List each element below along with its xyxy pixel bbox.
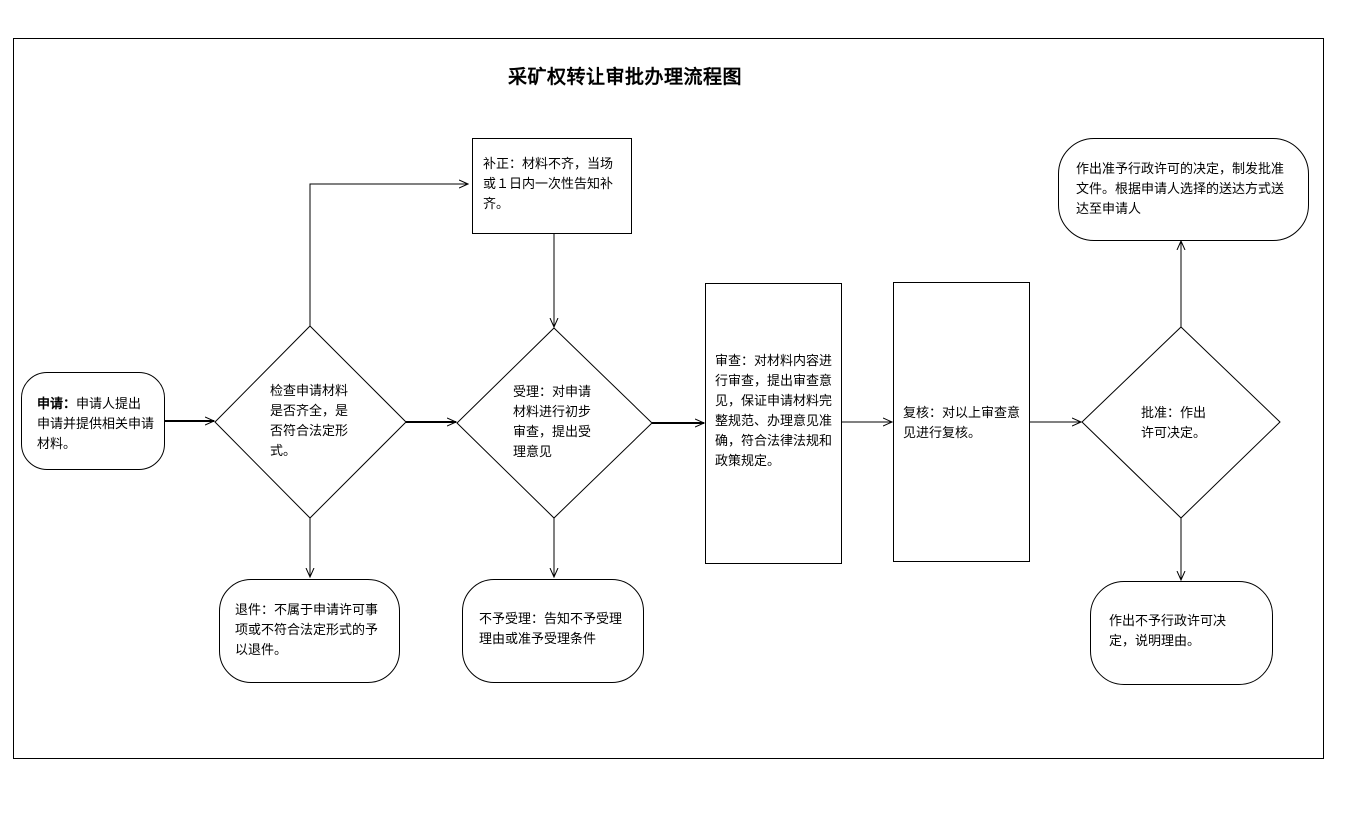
supplement-text: 补正：材料不齐，当场或１日内一次性告知补齐。 [483, 157, 614, 212]
apply-node: 申请：申请人提出申请并提供相关申请材料。 [21, 372, 165, 470]
approve-text: 批准：作出许可决定。 [1141, 406, 1207, 441]
arrow-check-supplement [309, 184, 468, 326]
review-text: 审查：对材料内容进行审查，提出审查意见，保证申请材料完整规范、办理意见准确，符合… [715, 354, 833, 469]
diagram-frame [13, 38, 1324, 759]
accept-text: 受理：对申请材料进行初步审查，提出受理意见 [513, 385, 592, 460]
deny-node: 作出不予行政许可决定，说明理由。 [1090, 581, 1273, 685]
reject-node: 不予受理：告知不予受理理由或准予受理条件 [462, 579, 644, 683]
recheck-node: 复核：对以上审查意见进行复核。 [893, 282, 1030, 562]
return-text: 退件：不属于申请许可事项或不符合法定形式的予以退件。 [235, 603, 379, 658]
return-node: 退件：不属于申请许可事项或不符合法定形式的予以退件。 [219, 579, 400, 683]
reject-text: 不予受理：告知不予受理理由或准予受理条件 [479, 612, 623, 647]
check-text: 检查申请材料是否齐全，是否符合法定形式。 [270, 384, 349, 459]
recheck-text: 复核：对以上审查意见进行复核。 [903, 406, 1021, 441]
grant-text: 作出准予行政许可的决定，制发批准文件。根据申请人选择的送达方式送达至申请人 [1076, 162, 1285, 217]
supplement-node: 补正：材料不齐，当场或１日内一次性告知补齐。 [472, 138, 632, 234]
review-node: 审查：对材料内容进行审查，提出审查意见，保证申请材料完整规范、办理意见准确，符合… [705, 283, 842, 564]
apply-label: 申请： [37, 397, 77, 412]
apply-text: 申请人提出申请并提供相关申请材料。 [37, 397, 155, 452]
grant-node: 作出准予行政许可的决定，制发批准文件。根据申请人选择的送达方式送达至申请人 [1058, 138, 1309, 241]
deny-text: 作出不予行政许可决定，说明理由。 [1109, 614, 1227, 649]
diagram-title: 采矿权转让审批办理流程图 [508, 66, 743, 88]
